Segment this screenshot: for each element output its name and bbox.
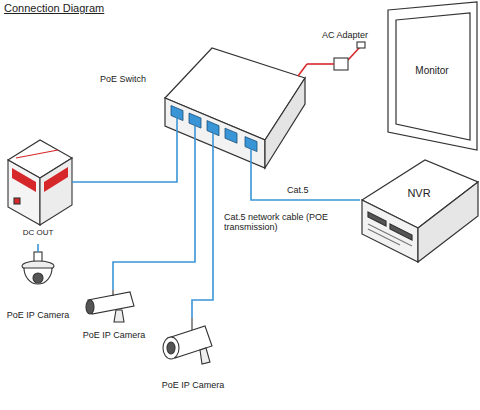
bullet-camera-drawing-part [112, 290, 113, 296]
dome-camera-drawing-part [33, 273, 43, 283]
device-label: DC OUT [4, 228, 72, 237]
device-label: NVR [360, 187, 478, 200]
poe-injector-drawing [8, 140, 72, 225]
poe-injector-drawing-part [16, 150, 58, 158]
diagram-title: Connection Diagram [4, 2, 104, 14]
ethernet-port [171, 106, 257, 152]
ac-adapter-drawing [298, 42, 365, 76]
bullet-camera-drawing-part [163, 337, 179, 359]
bullet-camera: PoE IP Camera [152, 318, 234, 400]
cable-stub-part [250, 149, 252, 172]
ac-adapter: AC Adapter [322, 28, 396, 80]
network-cable [72, 172, 177, 182]
ac-adapter-drawing-part [334, 58, 348, 70]
ethernet-port-part [225, 128, 237, 143]
bullet-camera-drawing-part [191, 318, 192, 330]
device-label: PoE IP Camera [78, 330, 150, 340]
nvr-drawing-part [390, 224, 412, 240]
poe-switch-drawing-part [265, 78, 305, 168]
monitor-drawing [388, 2, 477, 150]
cable-label: Cat.5 network cable (POE transmission) [222, 212, 336, 233]
cable-stub-part [212, 133, 214, 172]
network-cable [192, 172, 213, 318]
poe-switch-drawing-part [165, 98, 265, 168]
device-label: Monitor [392, 65, 472, 77]
poe-injector-drawing-part [12, 168, 36, 192]
bullet-camera: PoE IP Camera [78, 290, 150, 352]
bullet-camera-drawing-part [88, 292, 134, 314]
ac-adapter-drawing-part [322, 63, 334, 65]
network-cable [37, 244, 39, 252]
nvr-drawing-part [368, 229, 400, 245]
poe-injector: DC OUT [4, 138, 72, 244]
ac-adapter-drawing-part [348, 47, 360, 60]
device-label: PoE IP Camera [152, 380, 234, 390]
nvr-drawing-part [368, 224, 412, 246]
device-label: PoE Switch [100, 74, 307, 84]
power-wire [307, 63, 322, 65]
nvr-box: NVR [360, 155, 478, 275]
network-cable [113, 172, 195, 290]
ac-adapter-drawing-part [357, 42, 365, 48]
network-cable [251, 172, 360, 200]
device-label: PoE IP Camera [2, 310, 74, 320]
cable-label: Cat.5 [285, 185, 311, 195]
dome-camera-drawing [22, 252, 54, 284]
nvr-drawing-part [368, 212, 386, 226]
bullet-camera-drawing [86, 290, 134, 322]
monitor-screen: Monitor [392, 20, 472, 130]
bullet-camera-drawing [163, 318, 212, 364]
poe-switch-drawing [165, 48, 305, 168]
poe-injector-drawing-part [14, 198, 20, 204]
cable-stub-part [176, 118, 178, 172]
nvr-drawing [362, 160, 478, 262]
bullet-camera-drawing-part [86, 300, 94, 314]
cable-stub-part [194, 126, 196, 172]
nvr-drawing-part [362, 200, 418, 262]
dome-camera: PoE IP Camera [2, 252, 74, 332]
device-label: AC Adapter [322, 30, 396, 40]
poe-injector-drawing-part [40, 158, 72, 225]
monitor-drawing-part [396, 13, 470, 140]
poe-injector-drawing-part [8, 160, 40, 225]
dome-camera-drawing-part [24, 268, 52, 284]
ethernet-port-part [189, 113, 201, 128]
ac-adapter-drawing-part [298, 64, 307, 76]
cable-stub [177, 118, 251, 172]
poe-injector-drawing-part [44, 167, 68, 192]
bullet-camera-drawing-part [114, 310, 124, 322]
bullet-camera-drawing-part [200, 348, 210, 364]
poe-switch: PoE Switch [92, 44, 307, 172]
bullet-camera-drawing-part [167, 342, 175, 354]
monitor-drawing-part [388, 2, 477, 150]
